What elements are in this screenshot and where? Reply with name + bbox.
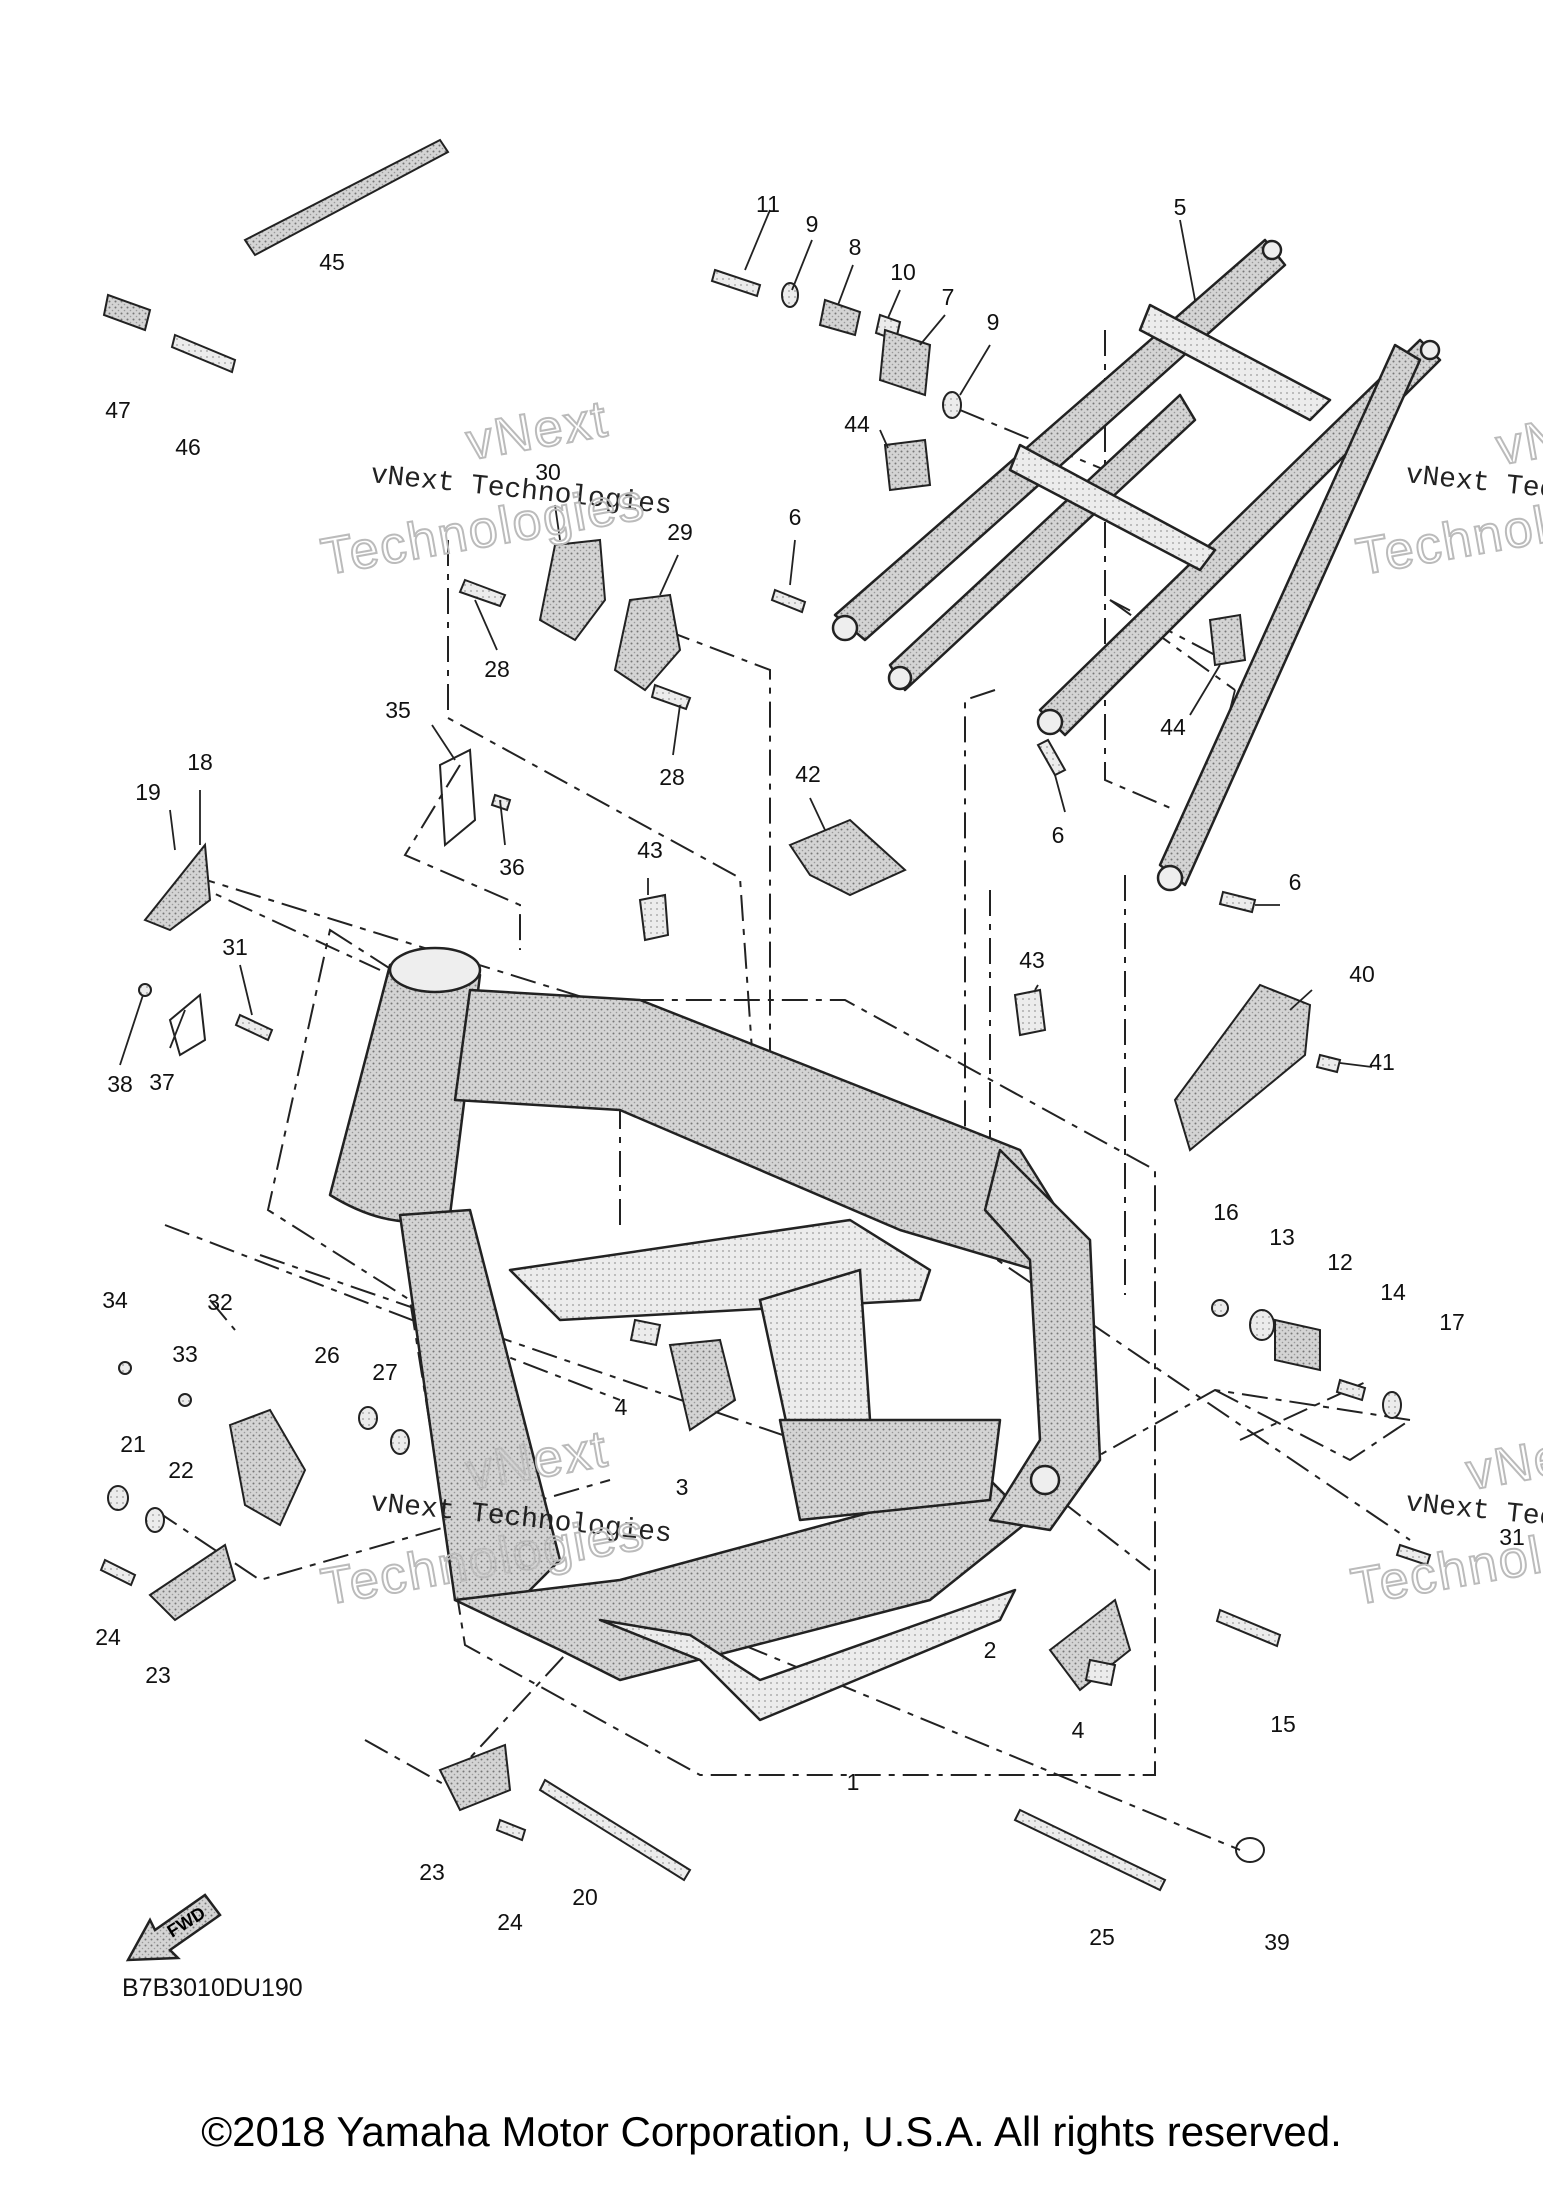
part-label: 26 — [314, 1342, 340, 1368]
part-label: 42 — [795, 761, 821, 787]
part-label: 44 — [844, 411, 870, 437]
part-label: 24 — [497, 1909, 523, 1935]
part-label: 4 — [1072, 1717, 1085, 1743]
part-label: 25 — [1089, 1924, 1115, 1950]
part-label: 3 — [676, 1474, 689, 1500]
part-label: 17 — [1439, 1309, 1465, 1335]
part-label: 1 — [847, 1769, 860, 1795]
part-label: 18 — [187, 749, 213, 775]
part-label: 35 — [385, 697, 411, 723]
part-label: 40 — [1349, 961, 1375, 987]
part-label: 39 — [1264, 1929, 1290, 1955]
part-label: 47 — [105, 397, 131, 423]
part-label: 46 — [175, 434, 201, 460]
svg-text:vNext: vNext — [1492, 395, 1543, 477]
part-label: 6 — [789, 504, 802, 530]
part-label: 16 — [1213, 1199, 1239, 1225]
part-label: 6 — [1052, 822, 1065, 848]
part-label: 6 — [1289, 869, 1302, 895]
part-label: 45 — [319, 249, 345, 275]
part-label: 5 — [1174, 194, 1187, 220]
part-label: 37 — [149, 1069, 175, 1095]
part-label: 28 — [659, 764, 685, 790]
part-label: 7 — [942, 284, 955, 310]
part-label: 36 — [499, 854, 525, 880]
part-label: 24 — [95, 1624, 121, 1650]
part-labels: 1 2 3 4 4 5 6 6 6 7 8 9 9 10 11 12 13 14… — [95, 191, 1525, 1955]
part-label: 29 — [667, 519, 693, 545]
part-label: 12 — [1327, 1249, 1353, 1275]
part-label: 28 — [484, 656, 510, 682]
small-parts — [99, 138, 1432, 1892]
part-label: 23 — [145, 1662, 171, 1688]
part-label: 34 — [102, 1287, 128, 1313]
part-label: 11 — [756, 191, 780, 217]
part-label: 15 — [1270, 1711, 1296, 1737]
part-label: 9 — [987, 309, 1000, 335]
part-label: 41 — [1369, 1049, 1395, 1075]
part-label: 30 — [535, 459, 561, 485]
part-label: 33 — [172, 1341, 198, 1367]
part-label: 38 — [107, 1071, 133, 1097]
main-frame — [328, 946, 1102, 1722]
part-label: 43 — [1019, 947, 1045, 973]
part-label: 10 — [890, 259, 916, 285]
part-label: 14 — [1380, 1279, 1406, 1305]
part-label: 13 — [1269, 1224, 1295, 1250]
part-label: 8 — [849, 234, 862, 260]
rear-subframe — [831, 238, 1442, 892]
forward-arrow-icon: FWD — [125, 1893, 222, 1962]
part-label: 23 — [419, 1859, 445, 1885]
copyright-notice: ©2018 Yamaha Motor Corporation, U.S.A. A… — [201, 2108, 1342, 2155]
part-label: 27 — [372, 1359, 398, 1385]
part-label: 21 — [120, 1431, 146, 1457]
part-label: 22 — [168, 1457, 194, 1483]
diagram-code: B7B3010DU190 — [122, 1974, 303, 2002]
part-label: 9 — [806, 211, 819, 237]
part-label: 44 — [1160, 714, 1186, 740]
part-label: 32 — [207, 1289, 233, 1315]
part-label: 2 — [984, 1637, 997, 1663]
part-label: 31 — [222, 934, 248, 960]
part-label: 31 — [1499, 1524, 1525, 1550]
part-label: 20 — [572, 1884, 598, 1910]
part-label: 19 — [135, 779, 161, 805]
svg-text:vNext: vNext — [1462, 1420, 1543, 1502]
callout-lines — [119, 209, 1373, 1068]
part-label: 43 — [637, 837, 663, 863]
part-label: 4 — [615, 1394, 628, 1420]
